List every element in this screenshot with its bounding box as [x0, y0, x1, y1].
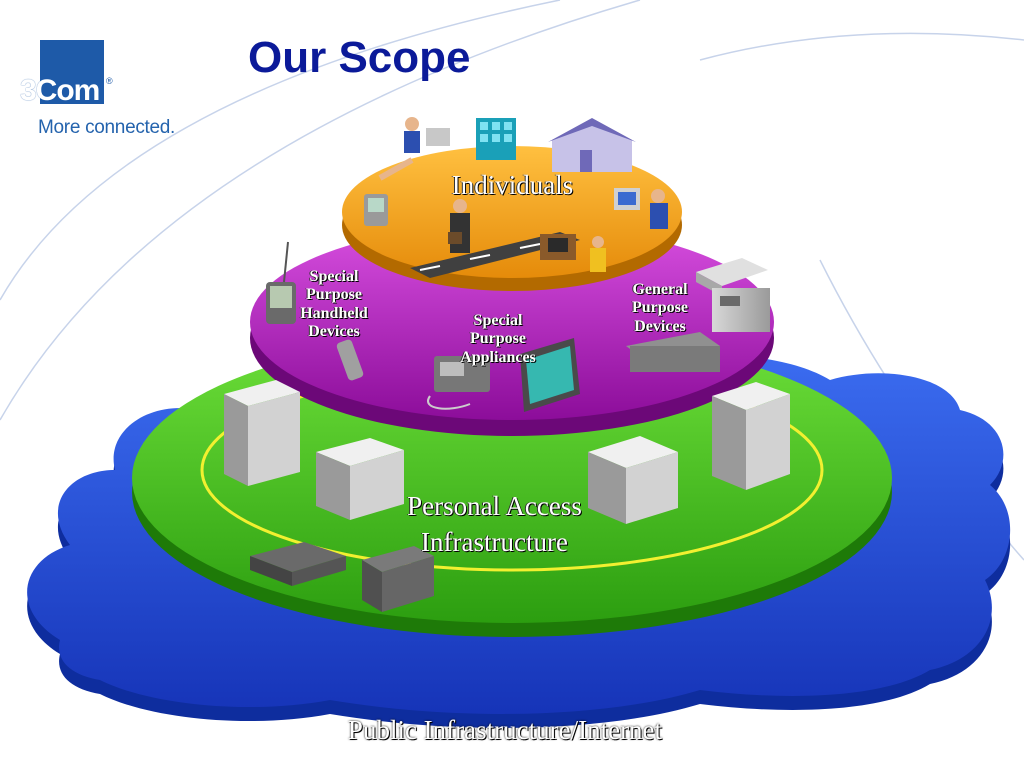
label-individuals: Individuals [451, 170, 574, 200]
label-special-purpose-appliances: Special Purpose Appliances [460, 312, 536, 366]
slide-title: Our Scope [248, 33, 471, 82]
logo-tagline: More connected. [38, 117, 176, 138]
label-special-purpose-handheld: Special Purpose Handheld Devices [300, 268, 368, 341]
logo-box [40, 40, 104, 104]
server-icon [224, 380, 790, 612]
label-personal-access-infrastructure: Personal Access Infrastructure [407, 491, 582, 558]
label-public-infrastructure: Public Infrastructure/Internet [347, 715, 663, 745]
general-device-icon [626, 258, 770, 372]
people-icon [364, 117, 668, 272]
label-general-purpose-devices: General Purpose Devices [632, 281, 688, 335]
handheld-device-icon [266, 241, 364, 381]
logo-brand: 3Com [20, 74, 100, 107]
registered-mark: ® [106, 76, 113, 86]
appliance-icon [427, 338, 580, 412]
